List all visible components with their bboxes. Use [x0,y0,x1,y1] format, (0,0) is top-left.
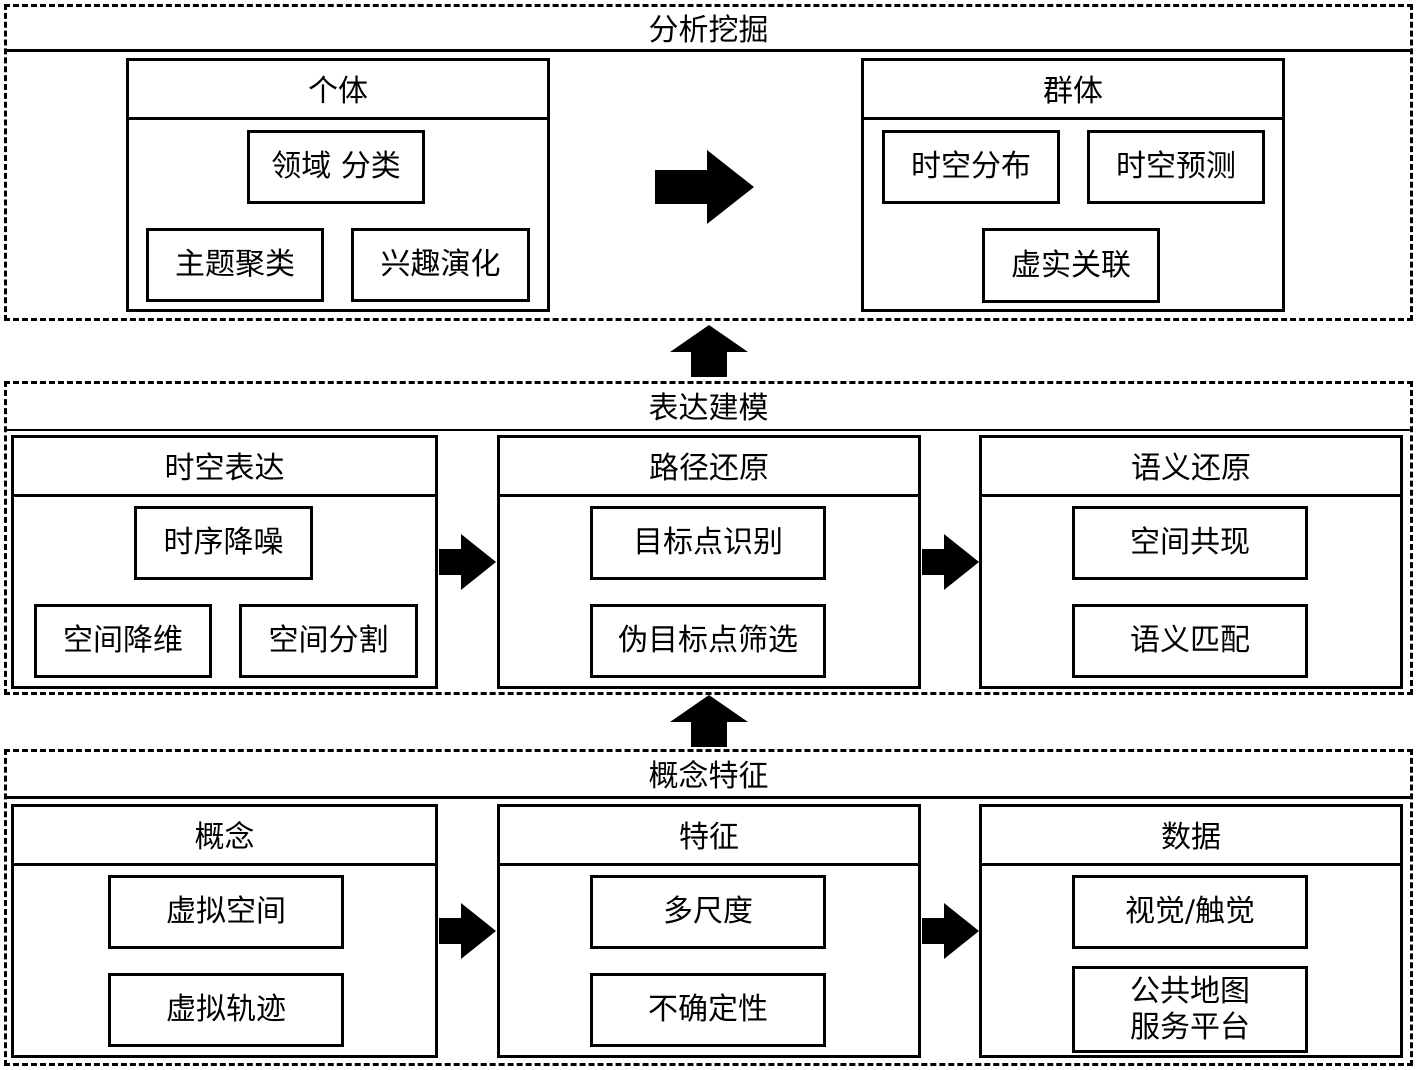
layer-analysis-mining [4,4,1413,321]
group-path-restoration-header: 路径还原 [497,435,921,497]
group-title: 群体 [1043,73,1103,109]
item-virtual-space: 虚拟空间 [108,875,344,949]
layer-analysis-mining-title-bar: 分析挖掘 [4,4,1413,52]
item-target-point-identification: 目标点识别 [590,506,826,580]
item-interest-evolution: 兴趣演化 [351,228,530,302]
group-spatiotemporal-expression-header: 时空表达 [11,435,438,497]
item-spatial-segmentation: 空间分割 [239,604,418,678]
item-virtual-trajectory: 虚拟轨迹 [108,973,344,1047]
group-concept-header: 概念 [11,804,438,866]
right-arrow-icon [922,903,979,959]
item-spatial-dimension-reduction: 空间降维 [34,604,212,678]
group-title: 时空表达 [164,450,285,486]
right-arrow-icon [655,150,754,224]
item-virtual-real-association: 虚实关联 [982,228,1160,303]
item-temporal-denoising: 时序降噪 [134,506,313,580]
layer-title: 分析挖掘 [648,12,769,48]
layer-expression-modeling-title-bar: 表达建模 [4,381,1413,431]
up-arrow-icon [670,695,748,747]
layer-title: 概念特征 [648,758,769,794]
group-title: 个体 [308,73,368,109]
group-individual-header: 个体 [126,58,550,120]
group-title: 概念 [194,819,255,855]
layer-concept-features [4,749,1413,1066]
item-multi-scale: 多尺度 [590,875,826,949]
layer-title: 表达建模 [648,391,769,426]
item-spatial-co-occurrence: 空间共现 [1072,506,1308,580]
group-semantic-restoration-header: 语义还原 [979,435,1403,497]
group-features-header: 特征 [497,804,921,866]
layer-concept-features-title-bar: 概念特征 [4,749,1413,799]
item-pseudo-target-filtering: 伪目标点筛选 [590,604,826,678]
right-arrow-icon [439,903,496,959]
item-semantic-matching: 语义匹配 [1072,604,1308,678]
item-uncertainty: 不确定性 [590,973,826,1047]
item-visual-tactile: 视觉/触觉 [1072,875,1308,949]
item-spatiotemporal-prediction: 时空预测 [1087,130,1265,204]
layer-expression-modeling [4,381,1413,695]
right-arrow-icon [922,534,979,590]
group-title: 特征 [679,819,739,855]
group-title: 语义还原 [1131,450,1251,486]
up-arrow-icon [670,325,748,377]
item-topic-clustering: 主题聚类 [146,228,324,302]
group-data-header: 数据 [979,804,1403,866]
item-spatiotemporal-distribution: 时空分布 [882,130,1060,204]
group-collective-header: 群体 [861,58,1285,120]
item-public-map-service-platform: 公共地图 服务平台 [1072,966,1308,1053]
group-title: 路径还原 [649,450,769,486]
item-domain-classification: 领域 分类 [247,130,425,204]
right-arrow-icon [439,534,496,590]
group-title: 数据 [1161,819,1221,855]
